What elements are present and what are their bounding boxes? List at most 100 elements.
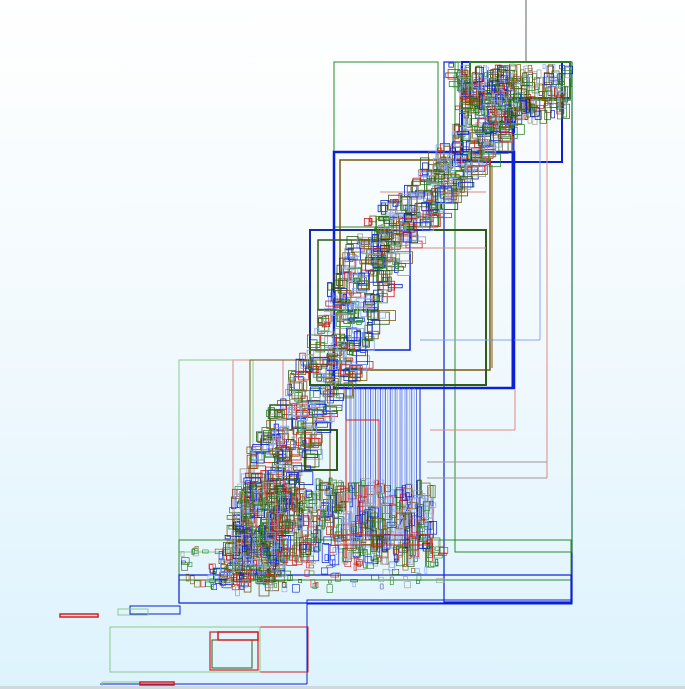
node-box-1758[interactable] xyxy=(473,79,483,85)
node-box-427[interactable] xyxy=(400,196,408,211)
node-box-1857[interactable] xyxy=(556,94,563,110)
node-box-289[interactable] xyxy=(456,130,469,135)
node-box-2072[interactable] xyxy=(312,582,318,589)
node-box-519[interactable] xyxy=(372,251,383,256)
node-box-494[interactable] xyxy=(404,213,412,223)
node-box-1962[interactable] xyxy=(210,582,214,589)
node-box-2064[interactable] xyxy=(314,546,320,553)
node-box-1668[interactable] xyxy=(422,501,431,512)
node-box-2074[interactable] xyxy=(389,576,394,585)
node-box-1470[interactable] xyxy=(384,486,390,504)
node-box-775[interactable] xyxy=(337,360,343,370)
node-box-1808[interactable] xyxy=(460,93,468,100)
node-box-1679[interactable] xyxy=(234,534,242,557)
node-box-1630[interactable] xyxy=(315,490,322,507)
node-box-1840[interactable] xyxy=(461,102,472,110)
node-box-1912[interactable] xyxy=(521,88,527,98)
node-box-2105[interactable] xyxy=(372,558,378,565)
node-box-865[interactable] xyxy=(291,436,298,442)
node-box-1934[interactable] xyxy=(526,98,530,113)
node-box-1781[interactable] xyxy=(565,67,571,79)
node-box-411[interactable] xyxy=(441,202,459,210)
node-box-1993[interactable] xyxy=(416,580,420,584)
node-box-1969[interactable] xyxy=(180,551,185,558)
node-box-628[interactable] xyxy=(356,319,362,325)
node-box-1660[interactable] xyxy=(359,485,368,497)
node-box-1565[interactable] xyxy=(274,511,285,530)
node-box-2003[interactable] xyxy=(404,581,411,589)
node-box-1666[interactable] xyxy=(317,529,321,550)
node-box-465[interactable] xyxy=(421,219,435,232)
node-box-1576[interactable] xyxy=(351,521,360,534)
node-box-1602[interactable] xyxy=(274,486,284,501)
node-box-678[interactable] xyxy=(306,334,321,348)
node-box-1773[interactable] xyxy=(550,110,555,119)
node-box-713[interactable] xyxy=(353,331,362,346)
node-box-1898[interactable] xyxy=(460,64,466,70)
node-box-334[interactable] xyxy=(422,162,429,176)
node-box-773[interactable] xyxy=(325,369,340,384)
node-box-1480[interactable] xyxy=(298,512,305,522)
node-box-328[interactable] xyxy=(443,166,456,171)
node-box-2051[interactable] xyxy=(188,561,193,567)
node-box-699[interactable] xyxy=(330,342,345,348)
node-box-1677[interactable] xyxy=(362,486,369,504)
node-box-1557[interactable] xyxy=(307,511,313,520)
node-box-1604[interactable] xyxy=(233,543,239,552)
node-box-1697[interactable] xyxy=(293,493,303,507)
node-box-2047[interactable] xyxy=(209,578,215,584)
node-box-852[interactable] xyxy=(322,406,338,414)
node-box-1671[interactable] xyxy=(335,485,346,508)
node-box-2044[interactable] xyxy=(307,555,315,563)
node-box-901[interactable] xyxy=(290,447,300,457)
node-box-1723[interactable] xyxy=(391,510,401,525)
node-box-869[interactable] xyxy=(246,446,252,454)
node-box-2014[interactable] xyxy=(378,576,385,582)
node-box-1613[interactable] xyxy=(361,524,367,543)
node-box-1777[interactable] xyxy=(527,64,533,72)
node-box-1654[interactable] xyxy=(317,509,321,519)
node-box-1205[interactable] xyxy=(277,565,286,578)
node-box-895[interactable] xyxy=(298,437,310,450)
node-box-1829[interactable] xyxy=(534,110,542,120)
node-box-1659[interactable] xyxy=(370,521,375,528)
node-box-982[interactable] xyxy=(279,476,289,484)
node-box-779[interactable] xyxy=(349,365,361,379)
node-box-1696[interactable] xyxy=(257,508,265,518)
node-box-1484[interactable] xyxy=(359,510,368,529)
node-box-1921[interactable] xyxy=(534,84,544,100)
node-box-1011[interactable] xyxy=(231,496,237,510)
node-box-2095[interactable] xyxy=(352,552,361,558)
node-box-212[interactable] xyxy=(505,119,523,125)
node-box-468[interactable] xyxy=(395,233,403,247)
node-box-568[interactable] xyxy=(342,267,359,281)
node-box-632[interactable] xyxy=(323,314,333,322)
node-box-728[interactable] xyxy=(288,370,296,382)
node-box-1950[interactable] xyxy=(190,575,195,585)
node-box-626[interactable] xyxy=(318,317,323,323)
node-box-1579[interactable] xyxy=(265,534,276,554)
node-box-2038[interactable] xyxy=(259,547,264,557)
node-box-1709[interactable] xyxy=(325,488,333,496)
node-box-1656[interactable] xyxy=(405,492,410,501)
node-box-1430[interactable] xyxy=(370,512,378,519)
node-box-921[interactable] xyxy=(302,442,314,448)
node-box-1861[interactable] xyxy=(495,76,499,92)
node-box-841[interactable] xyxy=(277,409,282,414)
node-box-602[interactable] xyxy=(335,313,353,320)
node-box-745[interactable] xyxy=(343,382,354,397)
node-box-832[interactable] xyxy=(280,425,290,431)
node-box-288[interactable] xyxy=(479,144,494,159)
node-box-1725[interactable] xyxy=(280,537,289,553)
node-box-1699[interactable] xyxy=(422,543,431,550)
node-box-433[interactable] xyxy=(439,203,444,217)
node-box-12[interactable] xyxy=(178,359,254,553)
node-box-889[interactable] xyxy=(260,435,277,440)
node-box-1933[interactable] xyxy=(520,101,529,111)
node-box-1713[interactable] xyxy=(324,485,331,495)
node-box-782[interactable] xyxy=(325,378,339,391)
node-box-333[interactable] xyxy=(412,177,421,186)
node-box-497[interactable] xyxy=(422,210,434,222)
node-box-28[interactable] xyxy=(117,608,149,616)
